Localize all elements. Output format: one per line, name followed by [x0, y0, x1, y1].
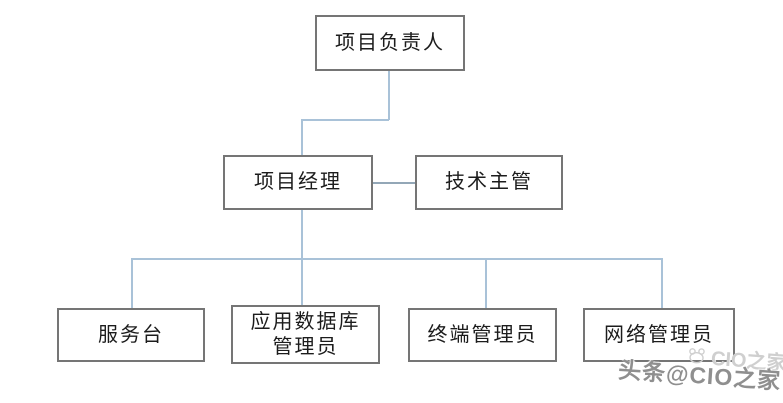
node-app-db-admin: 应用数据库 管理员: [231, 305, 380, 364]
node-project-manager: 项目经理: [223, 155, 373, 210]
connector-leader-down: [388, 71, 390, 120]
node-app-db-admin-label: 应用数据库 管理员: [250, 310, 361, 358]
node-terminal-admin-label: 终端管理员: [427, 323, 538, 346]
node-tech-supervisor: 技术主管: [415, 155, 563, 210]
node-network-admin-label: 网络管理员: [604, 323, 714, 346]
node-network-admin: 网络管理员: [583, 308, 735, 362]
connector-drop-service-desk: [131, 258, 133, 309]
node-project-leader-label: 项目负责人: [335, 31, 445, 54]
connector-drop-network: [661, 258, 663, 308]
connector-drop-terminal: [485, 258, 487, 308]
node-project-leader: 项目负责人: [315, 15, 465, 71]
node-service-desk: 服务台: [57, 308, 205, 362]
node-terminal-admin: 终端管理员: [408, 308, 557, 362]
node-service-desk-label: 服务台: [98, 323, 164, 346]
connector-manager-to-tech: [373, 182, 415, 184]
connector-leader-step: [301, 119, 389, 121]
node-project-manager-label: 项目经理: [254, 171, 342, 193]
node-tech-supervisor-label: 技术主管: [445, 171, 533, 193]
connector-leader-to-manager: [301, 119, 303, 156]
connector-horizontal-bus: [131, 258, 662, 260]
